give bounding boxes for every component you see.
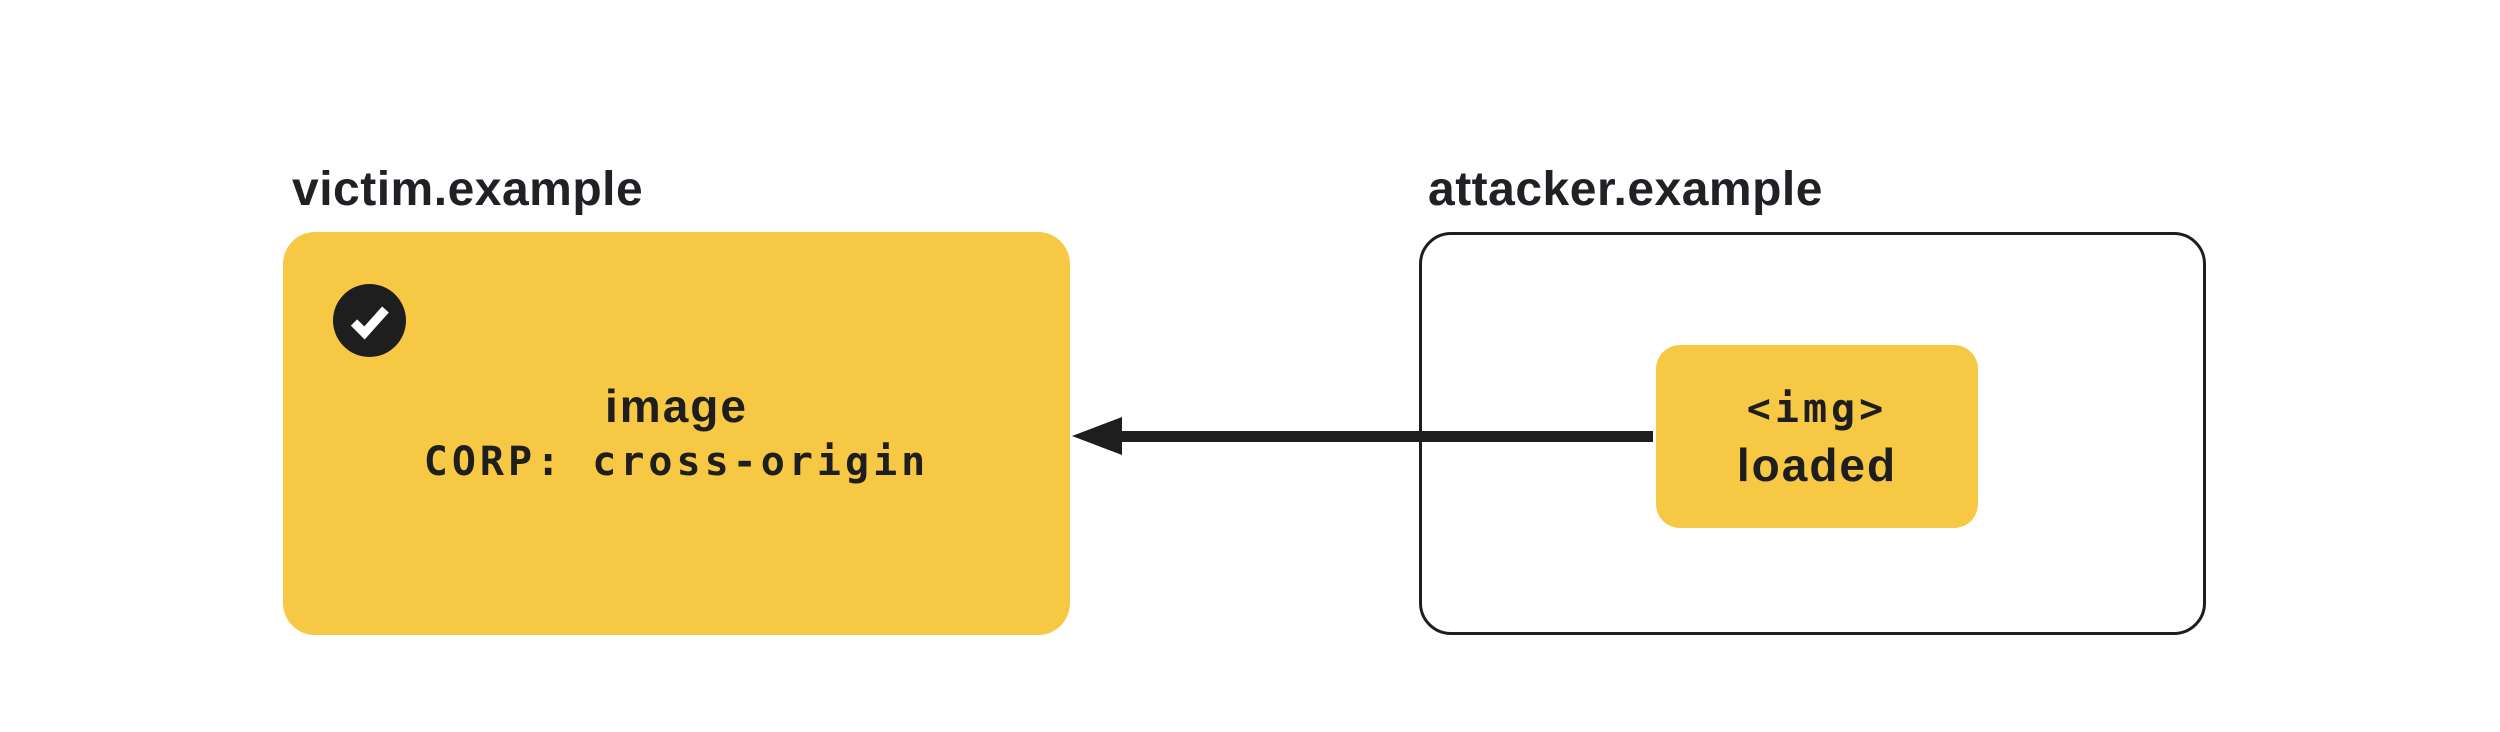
victim-origin-label: victim.example xyxy=(292,163,644,216)
request-arrow-shaft xyxy=(1110,431,1653,442)
img-loaded-line: loaded xyxy=(1736,438,1898,491)
victim-corp-header-line: CORP: cross-origin xyxy=(423,438,930,485)
attacker-origin-label: attacker.example xyxy=(1428,163,1823,216)
victim-origin-box: image CORP: cross-origin xyxy=(283,232,1070,635)
victim-resource-line: image xyxy=(605,379,748,432)
check-icon xyxy=(333,284,406,357)
img-tag-line: <img> xyxy=(1746,385,1888,432)
left-arrow-icon xyxy=(1072,417,1122,455)
attacker-origin-box: <img> loaded xyxy=(1419,232,2206,635)
img-request-box: <img> loaded xyxy=(1656,345,1978,528)
